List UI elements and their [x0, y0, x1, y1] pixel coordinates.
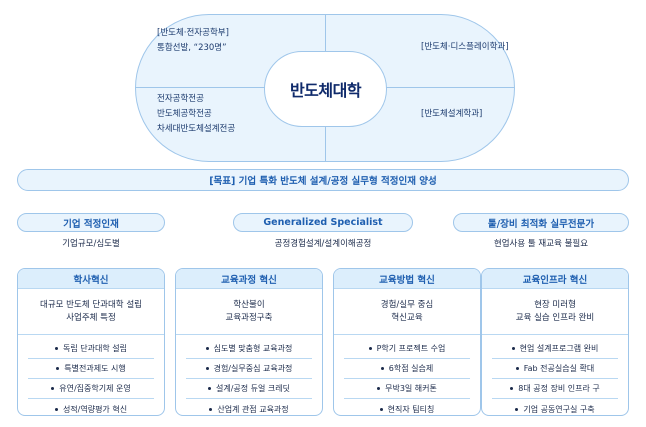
bullet-icon [380, 367, 384, 370]
bullet-icon [515, 367, 519, 370]
mid-sub-3: 현업사용 툴 재교육 불필요 [493, 239, 589, 249]
mid-pill-2: Generalized Specialist [233, 213, 413, 232]
column-teaching-method: 교육방법 혁신 경험/실무 중심 혁신교육 P학기 프로젝트 수업 6학점 실습… [333, 268, 481, 416]
bullet-icon [510, 387, 514, 390]
list-item: Fab 전공실습실 확대 [492, 359, 618, 379]
bullet-icon [379, 407, 383, 411]
list-item: 특별전과제도 시행 [28, 359, 154, 379]
bullet-icon [515, 407, 519, 411]
mid-sub-2: 공정경험설계/설계이해공정 [274, 239, 372, 249]
list-item: 현업 설계프로그램 완비 [492, 339, 618, 359]
column-title: 학사혁신 [18, 269, 164, 289]
column-items: 독립 단과대학 설립 특별전과제도 시행 유연/집중학기제 운영 성적/역량평가… [18, 335, 164, 415]
list-item: 설계/공정 듀얼 크레딧 [186, 379, 312, 399]
quadrant-top-left: [반도체·전자공학부] 통합선발, “230명” [157, 28, 229, 53]
column-academic: 학사혁신 대규모 반도체 단과대학 설립 사업주체 특정 독립 단과대학 설립 … [17, 268, 165, 416]
quadrant-bottom-left: 전자공학전공 반도체공학전공 차세대반도체설계전공 [157, 94, 236, 134]
quadrant-top-right: [반도체·디스플레이학과] [421, 42, 509, 52]
list-item: 성적/역량평가 혁신 [28, 399, 154, 415]
column-summary: 현장 미러형 교육 실습 인프라 완비 [482, 289, 628, 335]
column-infrastructure: 교육인프라 혁신 현장 미러형 교육 실습 인프라 완비 현업 설계프로그램 완… [481, 268, 629, 416]
bullet-icon [511, 347, 515, 350]
bullet-icon [368, 347, 372, 350]
bullet-icon [209, 407, 213, 411]
column-title: 교육과정 혁신 [176, 269, 322, 289]
bullet-icon [377, 387, 381, 390]
column-items: P학기 프로젝트 수업 6학점 실습제 무박3일 해커톤 현직자 팀티칭 [334, 335, 480, 415]
bullet-icon [54, 407, 58, 411]
list-item: 현직자 팀티칭 [344, 399, 470, 415]
mid-pill-3: 툴/장비 최적화 실무전문가 [453, 213, 629, 232]
list-item: 독립 단과대학 설립 [28, 339, 154, 359]
column-curriculum: 교육과정 혁신 학산불이 교육과정구축 심도별 맞춤형 교육과정 경험/실무중심… [175, 268, 323, 416]
mid-sub-1: 기업규모/심도별 [62, 239, 120, 249]
bullet-icon [205, 347, 209, 350]
column-title: 교육인프라 혁신 [482, 269, 628, 289]
list-item: 6학점 실습제 [344, 359, 470, 379]
column-summary: 학산불이 교육과정구축 [176, 289, 322, 335]
column-summary: 경험/실무 중심 혁신교육 [334, 289, 480, 335]
bullet-icon [205, 367, 209, 370]
goal-banner: [목표] 기업 특화 반도체 설계/공정 실무형 적정인재 양성 [17, 169, 629, 191]
bullet-icon [207, 387, 211, 390]
bullet-icon [55, 347, 59, 350]
mid-pill-1: 기업 적정인재 [17, 213, 165, 232]
hub-title: 반도체대학 [264, 51, 387, 127]
quadrant-bottom-right: [반도체설계학과] [421, 109, 483, 119]
column-summary: 대규모 반도체 단과대학 설립 사업주체 특정 [18, 289, 164, 335]
list-item: 심도별 맞춤형 교육과정 [186, 339, 312, 359]
column-items: 현업 설계프로그램 완비 Fab 전공실습실 확대 8대 공정 장비 인프라 구… [482, 335, 628, 415]
list-item: 유연/집중학기제 운영 [28, 379, 154, 399]
column-title: 교육방법 혁신 [334, 269, 480, 289]
bullet-icon [51, 387, 55, 390]
column-items: 심도별 맞춤형 교육과정 경험/실무중심 교육과정 설계/공정 듀얼 크레딧 산… [176, 335, 322, 415]
bullet-icon [56, 367, 60, 370]
list-item: 무박3일 해커톤 [344, 379, 470, 399]
list-item: 8대 공정 장비 인프라 구 [492, 379, 618, 399]
list-item: 산업계 관점 교육과정 [186, 399, 312, 415]
list-item: 기업 공동연구실 구축 [492, 399, 618, 415]
list-item: 경험/실무중심 교육과정 [186, 359, 312, 379]
list-item: P학기 프로젝트 수업 [344, 339, 470, 359]
